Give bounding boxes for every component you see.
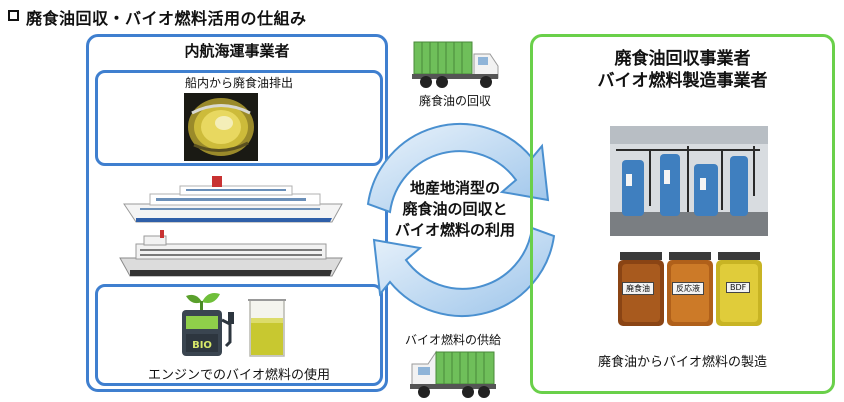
biofuel-beaker-image	[248, 299, 286, 357]
recycling-cycle-arrows	[366, 123, 556, 317]
bottom-truck-image	[410, 350, 496, 398]
engine-biofuel-box	[95, 284, 383, 386]
bio-fuel-pump-icon	[182, 293, 234, 356]
engine-biofuel-caption: エンジンでのバイオ燃料の使用	[147, 368, 330, 383]
bio-pump-label: BIO	[192, 340, 212, 351]
biofuel-plant-photo	[610, 126, 768, 236]
waste-oil-pot-photo	[184, 93, 258, 161]
jar-label-reaction-liquid: 反応液	[672, 282, 704, 295]
producer-heading-line-1: 廃食油回収事業者	[614, 49, 751, 69]
title-bullet-square	[8, 10, 19, 21]
top-truck-label: 廃食油の回収	[418, 94, 491, 108]
cycle-text-line-2: 廃食油の回収と	[402, 200, 508, 218]
waste-oil-discharge-box	[95, 70, 383, 166]
bottom-truck-label: バイオ燃料の供給	[404, 333, 501, 347]
biofuel-producer-panel	[530, 34, 835, 394]
jar-label-waste-oil: 廃食油	[622, 282, 654, 295]
shipping-operator-panel	[86, 34, 388, 392]
biofuel-production-caption: 廃食油からバイオ燃料の製造	[597, 355, 767, 370]
cycle-center-text: 地産地消型の 廃食油の回収と バイオ燃料の利用	[380, 178, 530, 241]
page-title: 廃食油回収・バイオ燃料活用の仕組み	[26, 9, 307, 28]
producer-heading-line-2: バイオ燃料製造事業者	[597, 71, 768, 91]
waste-oil-discharge-caption: 船内から廃食油排出	[184, 76, 293, 90]
cargo-ro-ro-ship-image	[119, 230, 343, 277]
top-truck-image	[412, 41, 499, 88]
ferry-ship-image	[123, 176, 343, 223]
shipping-operator-heading: 内航海運事業者	[184, 42, 290, 60]
cycle-text-line-1: 地産地消型の	[409, 179, 500, 197]
jar-label-bdf: BDF	[726, 282, 751, 293]
cycle-text-line-3: バイオ燃料の利用	[394, 221, 515, 239]
